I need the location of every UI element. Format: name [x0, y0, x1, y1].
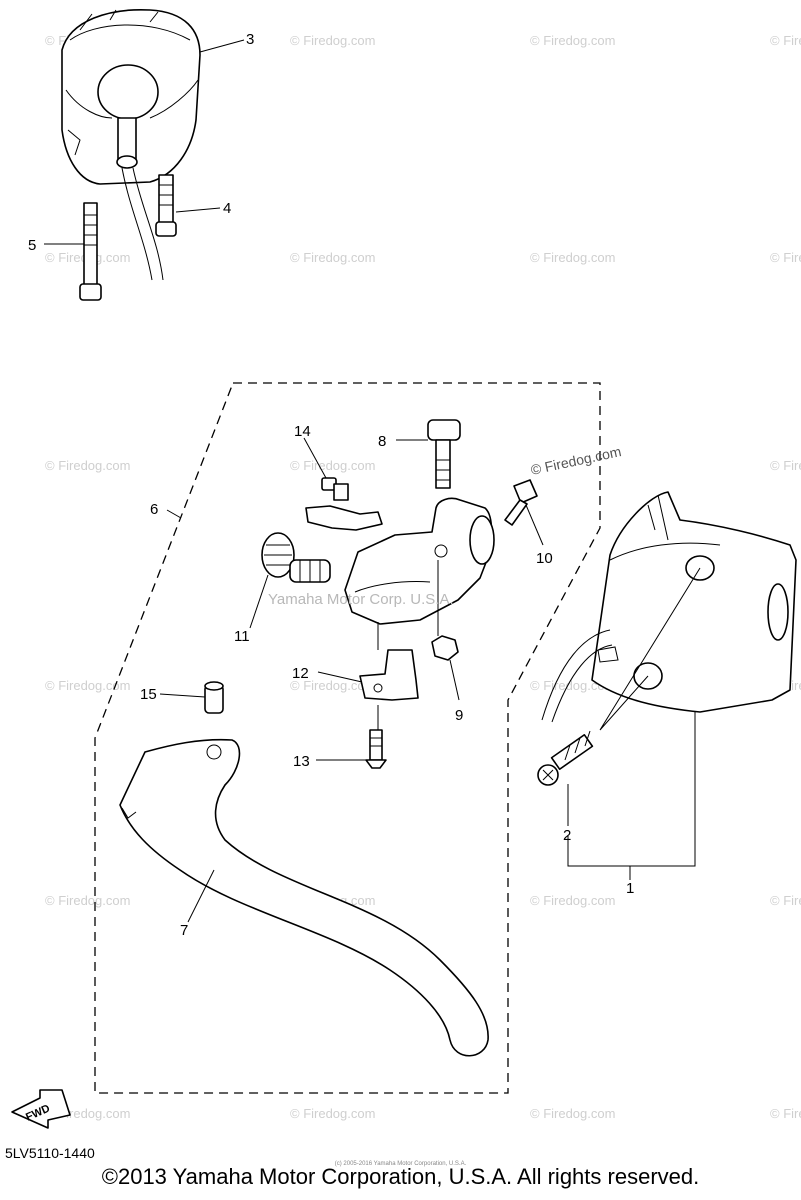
bolt-8	[427, 419, 461, 489]
callout-8: 8	[378, 433, 386, 450]
watermark-overlay-yamaha: Yamaha Motor Corp. U.S.A.	[268, 591, 454, 608]
callout-11: 11	[234, 628, 250, 645]
watermark: © Firedog.com	[530, 893, 615, 908]
lever-bracket	[305, 497, 495, 625]
watermark-layer: © Firedog.com © Firedog.com © Firedog.co…	[45, 33, 801, 1121]
copyright: ©2013 Yamaha Motor Corporation, U.S.A. A…	[101, 1164, 700, 1189]
callout-9: 9	[455, 707, 463, 724]
assembly-boundary	[94, 382, 601, 1094]
screw-5	[79, 202, 102, 301]
watermark: © Firedog.com	[770, 893, 801, 908]
screw-14	[321, 477, 349, 501]
diagram-code: 5LV5110-1440	[5, 1145, 95, 1161]
watermark: © Firedog.com	[770, 1106, 801, 1121]
callouts: 3 4 5 14 8 6 10 11 12 9 15 13 7 2 1	[28, 31, 634, 939]
watermark: © Firedog.com	[290, 33, 375, 48]
copyright-small: (c) 2005-2016 Yamaha Motor Corporation, …	[334, 1161, 467, 1167]
watermark: © Firedog.com	[530, 1106, 615, 1121]
callout-4: 4	[223, 200, 231, 217]
watermark: © Firedog.com	[45, 893, 130, 908]
lever-7	[119, 738, 489, 1057]
callout-14: 14	[294, 423, 311, 440]
callout-6: 6	[150, 501, 158, 518]
watermark: © Firedog.com	[290, 458, 375, 473]
screw-4	[155, 174, 177, 237]
watermark: © Firedog.com	[290, 678, 375, 693]
callout-2: 2	[563, 827, 571, 844]
adjuster-11	[261, 532, 331, 583]
screw-2	[537, 730, 594, 786]
nut-9	[431, 635, 459, 661]
watermark: © Firedog.com	[45, 458, 130, 473]
fwd-arrow: FWD	[11, 1089, 71, 1129]
switch-housing	[61, 9, 201, 281]
watermark: © Firedog.com	[770, 250, 801, 265]
watermark: © Firedog.com	[290, 250, 375, 265]
watermark: © Firedog.com	[530, 33, 615, 48]
watermark: © Firedog.com	[770, 33, 801, 48]
watermark: © Firedog.com	[770, 458, 801, 473]
callout-15: 15	[140, 686, 157, 703]
watermark: © Firedog.com	[530, 250, 615, 265]
switch-12	[359, 649, 419, 701]
watermark: © Firedog.com	[45, 678, 130, 693]
master-cylinder-1	[541, 491, 797, 723]
callout-1: 1	[626, 880, 634, 897]
screw-10	[504, 479, 538, 526]
callout-12: 12	[292, 665, 309, 682]
callout-5: 5	[28, 237, 36, 254]
callout-13: 13	[293, 753, 310, 770]
collar-15	[204, 681, 224, 714]
callout-3: 3	[246, 31, 254, 48]
watermark-overlay-firedog: © Firedog.com	[529, 443, 622, 478]
screw-13	[365, 729, 387, 769]
callout-10: 10	[536, 550, 553, 567]
callout-7: 7	[180, 922, 188, 939]
leader-lines	[44, 39, 701, 923]
watermark: © Firedog.com	[290, 1106, 375, 1121]
